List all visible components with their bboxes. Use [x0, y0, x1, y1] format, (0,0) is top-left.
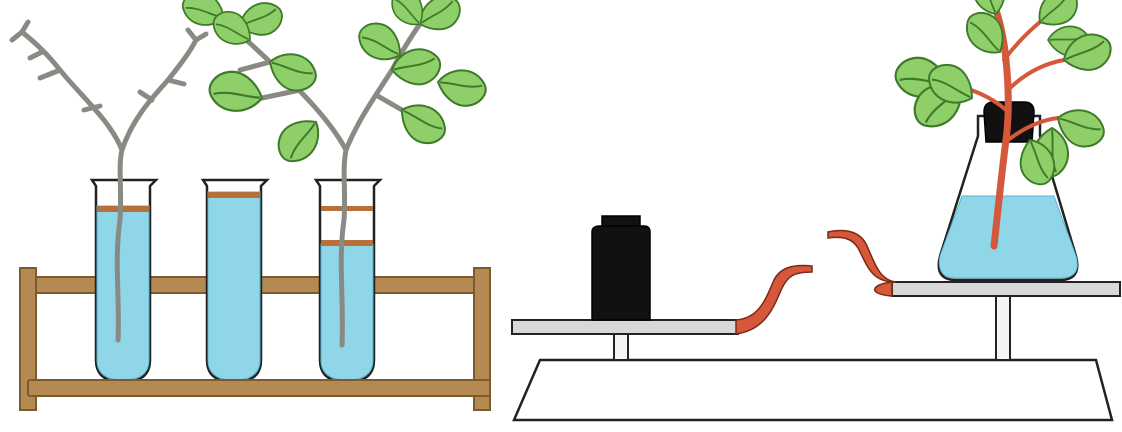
test-tube-bare-twig [12, 22, 206, 382]
balance-figure [512, 0, 1120, 420]
right-beam [892, 282, 1120, 296]
leaf-icon [207, 68, 266, 115]
balance-base [514, 360, 1112, 420]
oil-mark [97, 206, 149, 212]
left-beam [512, 320, 738, 334]
oil-mark-current [321, 240, 373, 246]
test-tube-water-only [203, 180, 267, 382]
leaf-icon [435, 66, 489, 109]
leaf-icon [392, 96, 451, 151]
left-support-post [614, 332, 628, 360]
left-beam-pointer [736, 266, 812, 334]
flask-water [939, 196, 1077, 278]
leafy-twig-leaves [178, 0, 488, 169]
oil-mark [208, 192, 260, 198]
right-support-post [996, 294, 1010, 360]
tube-water [208, 192, 260, 380]
weight-icon [592, 216, 650, 320]
tube-water [321, 244, 373, 380]
test-tube-figure [12, 0, 490, 410]
leaf-icon [263, 47, 320, 96]
rack-bottom-rail [28, 380, 490, 396]
right-beam-pointer [828, 231, 896, 283]
tube-water [97, 206, 149, 380]
leaf-icon [270, 110, 328, 170]
